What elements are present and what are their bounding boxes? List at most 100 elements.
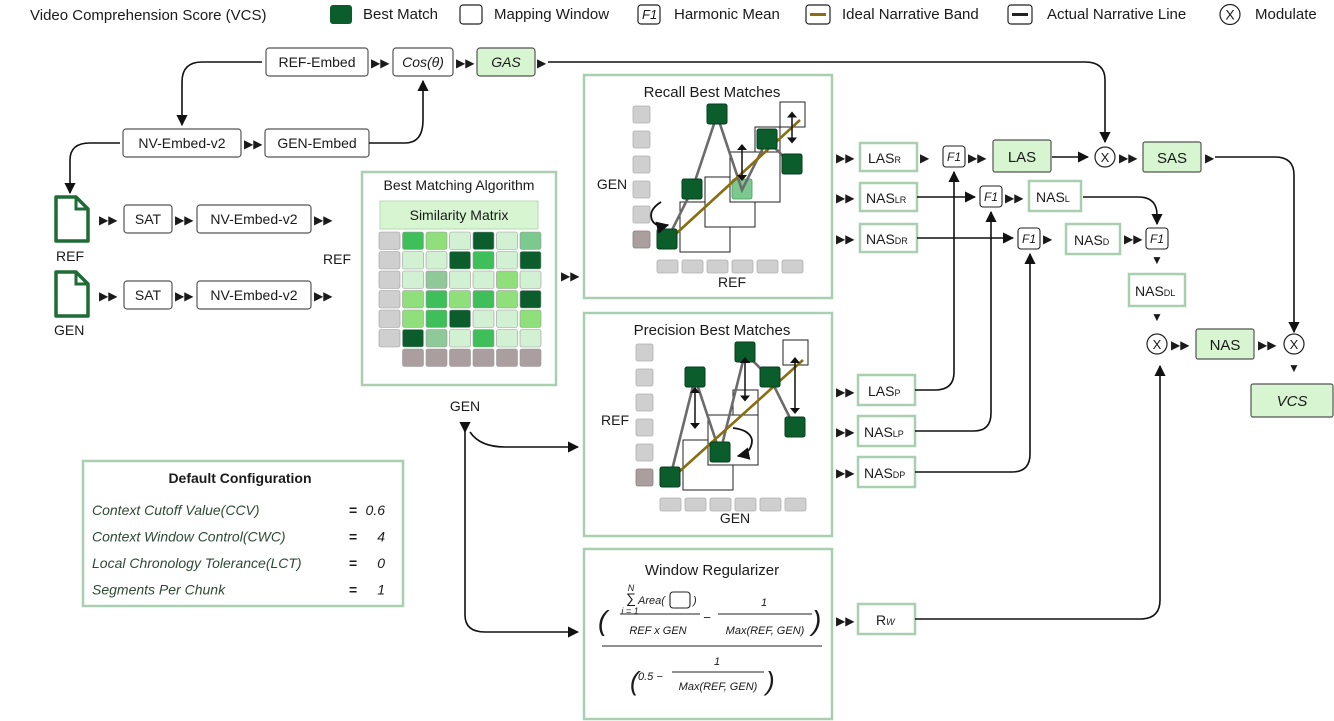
best-match-cell	[781, 153, 803, 175]
similarity-cell	[519, 348, 542, 367]
svg-text:▶: ▶	[537, 56, 547, 70]
nas-d-box	[1064, 222, 1122, 256]
matrix-axis-ref: REF	[323, 251, 351, 267]
vcs-box	[1250, 383, 1334, 418]
gen-label: GEN	[54, 322, 84, 338]
similarity-cell	[519, 309, 542, 328]
config-value: 1	[377, 582, 385, 598]
tolerance-arrow	[740, 357, 750, 363]
svg-text:F1: F1	[947, 150, 961, 164]
ref-embed-box	[265, 47, 369, 77]
svg-text:NV-Embed-v2: NV-Embed-v2	[138, 135, 225, 151]
svg-text:▼: ▼	[1288, 361, 1300, 375]
area-window-icon	[669, 591, 691, 609]
axis-cell-y	[632, 180, 651, 199]
svg-text:LASR: LASR	[868, 150, 901, 166]
svg-text:SAT: SAT	[135, 211, 162, 227]
svg-text:▶▶: ▶▶	[99, 289, 118, 303]
default-configuration: Default Configuration Context Cutoff Val…	[81, 459, 405, 608]
axis-cell-y	[635, 343, 654, 362]
modulate-vcs	[1283, 333, 1305, 355]
svg-text:▶▶: ▶▶	[1119, 151, 1138, 165]
similarity-cell	[449, 329, 471, 348]
similarity-cell	[496, 329, 518, 348]
svg-text:X: X	[1101, 150, 1110, 165]
svg-text:▼: ▼	[1151, 253, 1163, 267]
svg-text:Max(REF, GEN): Max(REF, GEN)	[679, 681, 758, 693]
config-equals: =	[349, 555, 357, 571]
svg-text:▶▶: ▶▶	[99, 213, 118, 227]
legend-ideal-band: Ideal Narrative Band	[842, 6, 979, 23]
similarity-cell	[402, 231, 424, 250]
similarity-cell	[496, 270, 518, 289]
similarity-cell	[449, 309, 471, 328]
legend-harmonic-mean: Harmonic Mean	[674, 6, 780, 23]
ref-label: REF	[56, 248, 84, 264]
svg-text:1: 1	[761, 597, 767, 609]
svg-text:NV-Embed-v2: NV-Embed-v2	[210, 211, 297, 227]
nv-embed-box-gen	[196, 280, 312, 310]
similarity-cell	[402, 290, 424, 309]
ideal-narrative-band	[669, 359, 804, 481]
svg-text:▶: ▶	[920, 151, 930, 165]
svg-text:▶▶: ▶▶	[836, 151, 855, 165]
legend: Video Comprehension Score (VCS) Best Mat…	[30, 3, 1317, 26]
recall-axis-ref: REF	[718, 274, 746, 290]
axis-cell-x	[756, 259, 779, 274]
config-name: Segments Per Chunk	[92, 582, 226, 598]
chronology-curve	[732, 427, 753, 460]
svg-text:F1: F1	[1150, 232, 1164, 246]
sas-box	[1142, 141, 1202, 173]
svg-text:▶▶: ▶▶	[836, 191, 855, 205]
best-match-cell	[709, 441, 731, 463]
recall-grid	[632, 101, 806, 274]
axis-cell-y	[635, 393, 654, 412]
svg-text:LAS: LAS	[1008, 149, 1036, 166]
best-matching-algorithm: Best Matching Algorithm Similarity Matri…	[323, 170, 580, 638]
best-match-cell	[656, 228, 678, 250]
similarity-cell	[425, 348, 448, 367]
axis-cell-x	[681, 259, 704, 274]
svg-text:GAS: GAS	[491, 54, 521, 70]
similarity-cell	[402, 270, 424, 289]
cos-box	[392, 47, 454, 77]
recall-axis-gen: GEN	[597, 176, 627, 192]
matrix-axis-gen: GEN	[450, 398, 480, 414]
svg-text:−: −	[703, 610, 711, 625]
axis-cell-x	[759, 497, 782, 512]
tolerance-arrow	[737, 144, 747, 150]
svg-text:▶▶: ▶▶	[561, 269, 580, 283]
best-match-cell	[684, 366, 706, 388]
input-pipeline: REF GEN ▶▶ SAT ▶▶ NV-Embed-v2 ▶▶ ▶▶ SAT …	[54, 47, 1111, 338]
svg-text:1: 1	[714, 656, 720, 668]
axis-cell-y	[635, 368, 654, 387]
chronology-curve	[650, 201, 670, 234]
similarity-cell	[402, 348, 424, 367]
svg-text:LASP: LASP	[868, 383, 900, 399]
ref-document-icon	[54, 195, 90, 243]
similarity-cell	[449, 270, 471, 289]
axis-cell-y	[632, 130, 651, 149]
similarity-cell	[519, 231, 542, 250]
svg-text:VCS: VCS	[1277, 393, 1308, 410]
svg-text:RW: RW	[876, 612, 896, 628]
axis-cell-y	[632, 155, 651, 174]
svg-text:(: (	[598, 605, 610, 636]
tolerance-arrow	[787, 111, 797, 118]
svg-text:▶▶: ▶▶	[968, 151, 987, 165]
f1-nas-l	[979, 185, 1003, 208]
config-name: Context Window Control(CWC)	[92, 529, 286, 545]
svg-text:Cos(θ): Cos(θ)	[402, 54, 444, 70]
nas-box	[1195, 328, 1255, 360]
svg-text:▶▶: ▶▶	[456, 56, 475, 70]
axis-cell-x	[656, 259, 679, 274]
best-match-cell	[759, 366, 781, 388]
precision-panel: Precision Best Matches REF GEN	[582, 311, 834, 538]
mapping-window-swatch	[459, 4, 483, 25]
axis-cell-y	[632, 105, 651, 124]
best-match-cell	[681, 178, 703, 200]
sat-box-gen	[123, 280, 173, 310]
svg-text:▶▶: ▶▶	[836, 232, 855, 246]
svg-text:▶▶: ▶▶	[175, 289, 194, 303]
